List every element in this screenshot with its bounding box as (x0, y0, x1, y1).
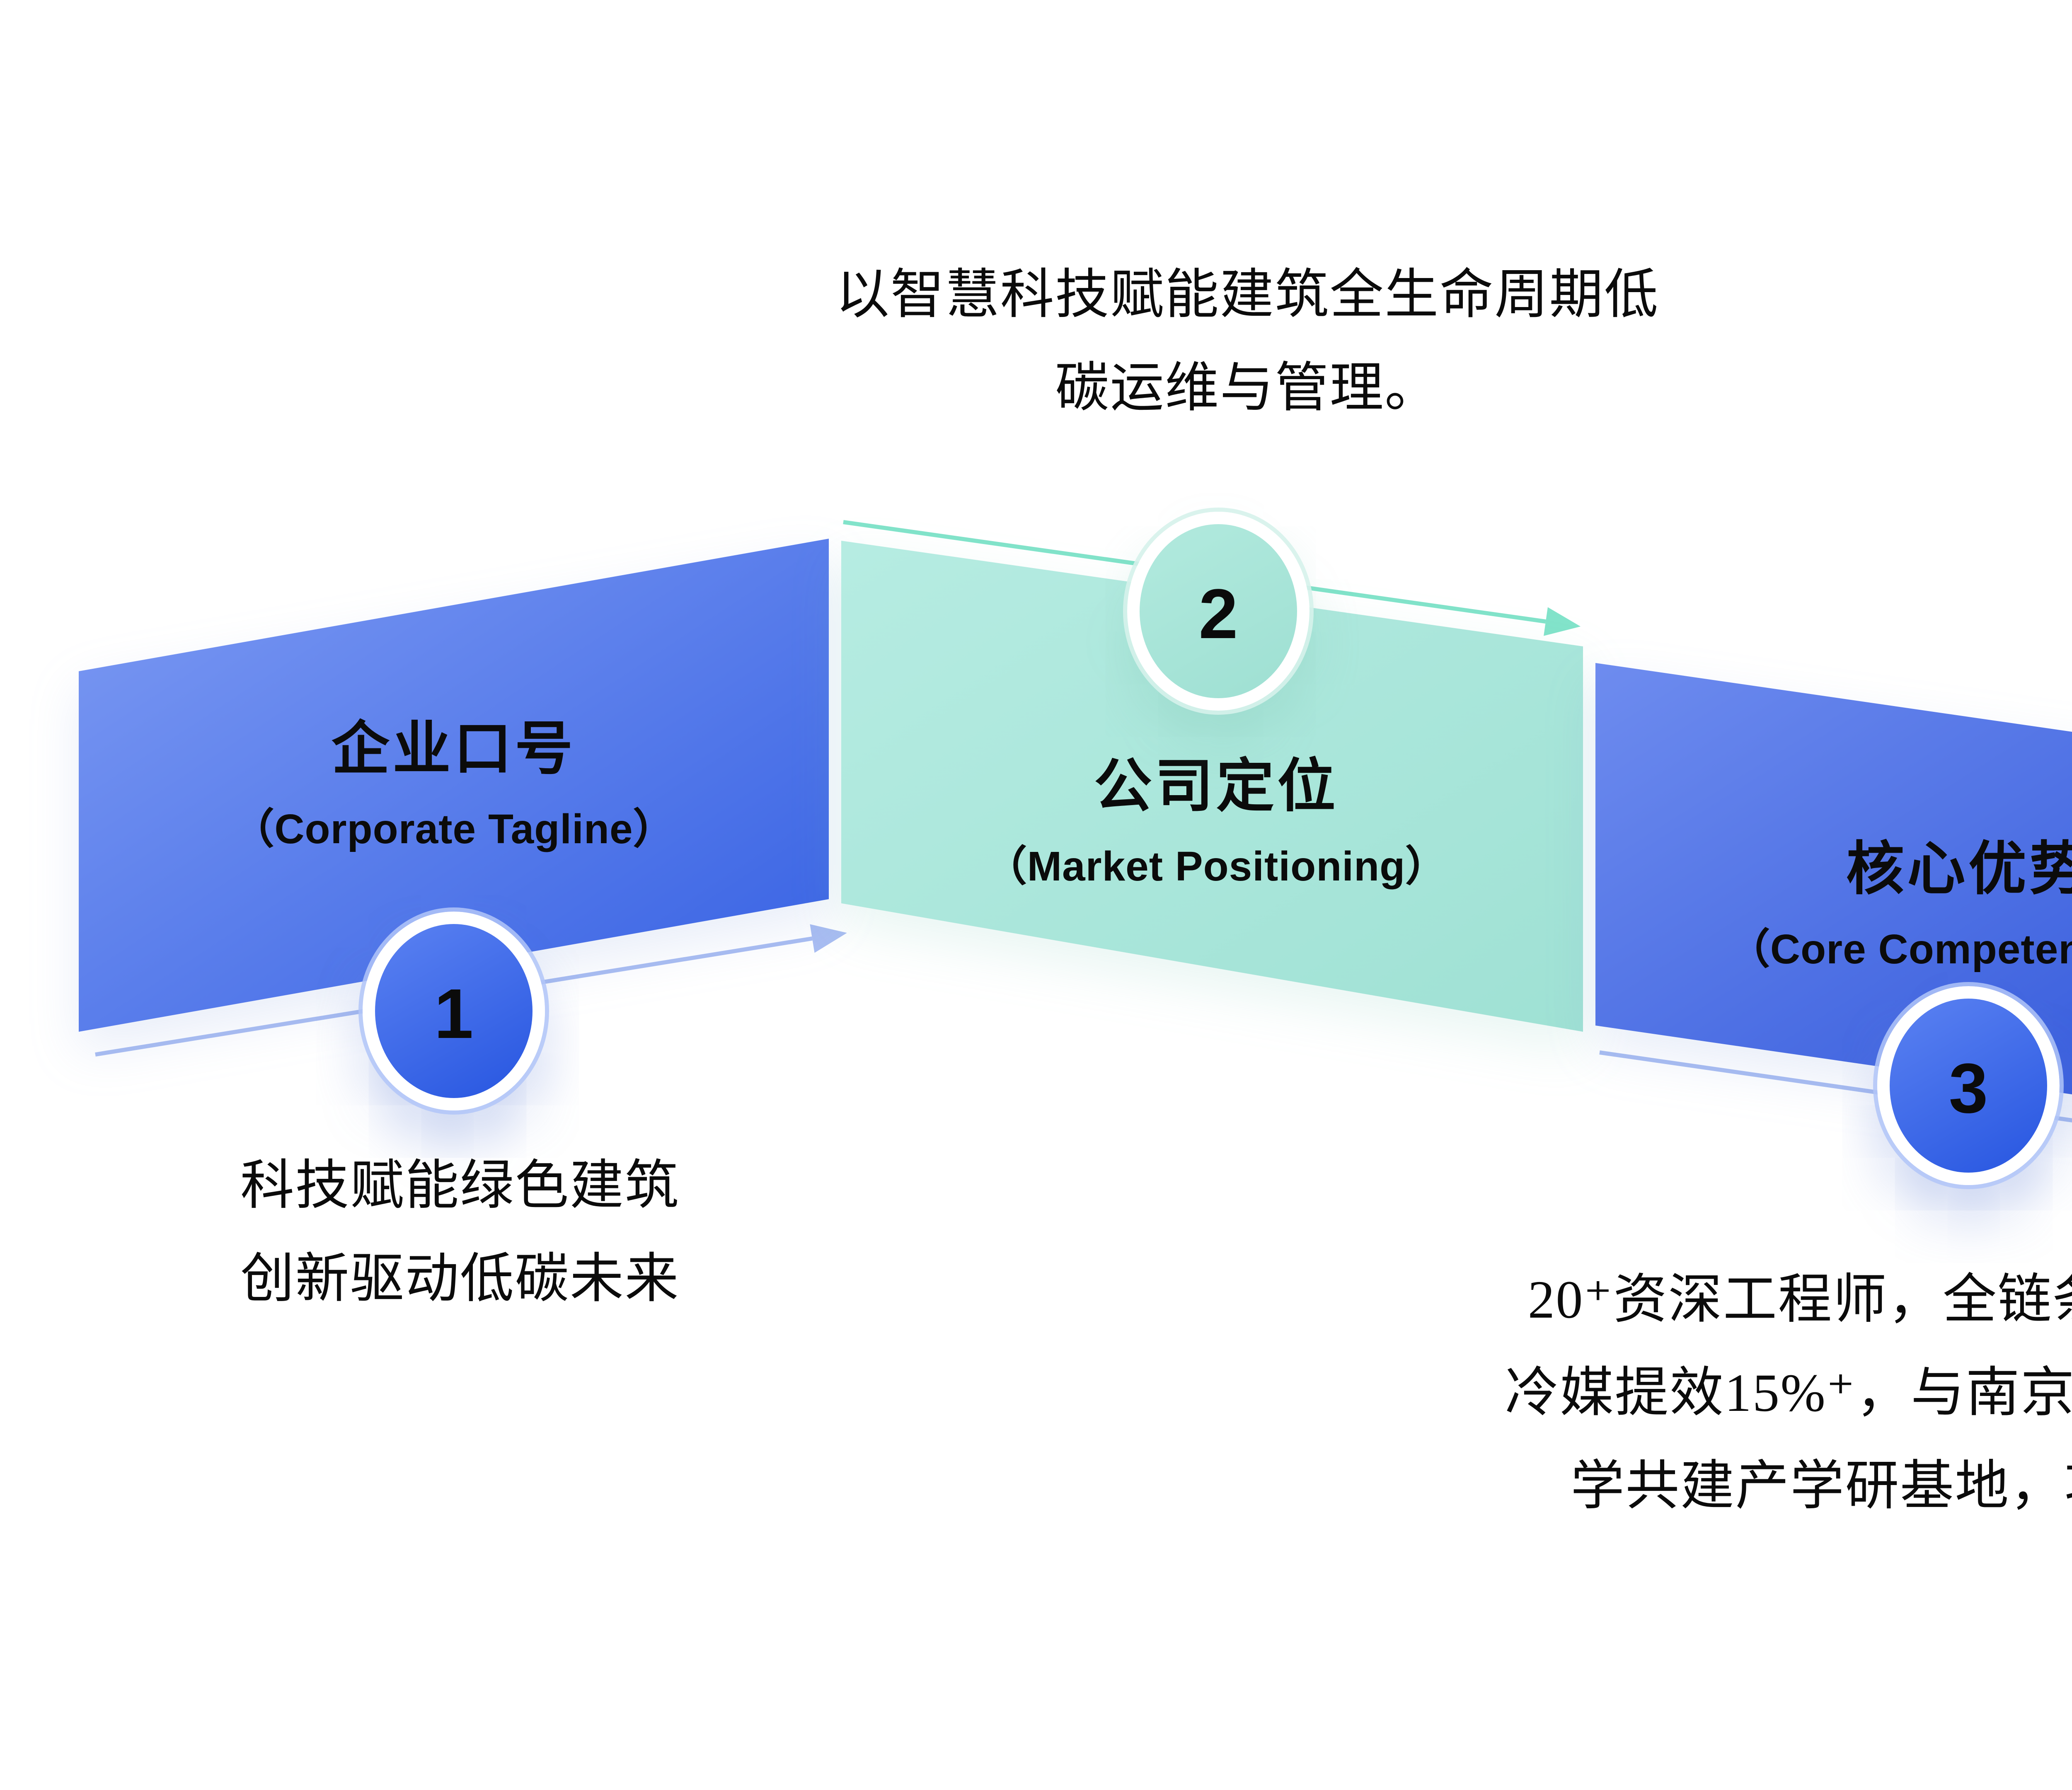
step-3-band (1595, 663, 2072, 1095)
step-1-note: 科技赋能绿色建筑 创新驱动低碳未来 (0, 1139, 978, 1326)
step-3-note: 20⁺资深工程师，全链条能碳服务，生态 冷媒提效15%⁺，与南京理工大学、广西大… (1285, 1253, 2072, 1533)
step-3-title-zh: 核心优势 (1846, 837, 2072, 901)
step-3-note-line-2: 冷媒提效15%⁺，与南京理工大学、广西大 (1505, 1363, 2072, 1423)
step-2-badge: 2 (1127, 512, 1310, 711)
step-1-note-line-1: 科技赋能绿色建筑 (240, 1156, 680, 1216)
step-1-badge: 1 (363, 912, 545, 1110)
step-1-number: 1 (434, 975, 474, 1054)
step-3-note-line-3: 学共建产学研基地，攻关低碳技术。 (1570, 1456, 2072, 1517)
step-2-title-zh: 公司定位 (1094, 754, 1339, 818)
step-3-title: 核心优势 （Core Competencies） (1554, 833, 2072, 978)
flow-arrow-1-head-icon (810, 924, 847, 953)
flow-arrow-2-head-icon (1544, 607, 1581, 636)
step-3-note-line-1: 20⁺资深工程师，全链条能碳服务，生态 (1527, 1270, 2072, 1330)
step-3-badge: 3 (1877, 986, 2060, 1185)
step-2-note-line-1: 以智慧科技赋能建筑全生命周期低 (835, 265, 1659, 325)
step-1-note-line-2: 创新驱动低碳未来 (240, 1249, 680, 1309)
step-2-number: 2 (1198, 575, 1238, 654)
step-2-title-en: （Market Positioning） (985, 845, 1447, 891)
step-2-band (841, 541, 1583, 1032)
step-1-title: 企业口号 （Corporate Tagline） (39, 713, 868, 858)
step-2-note: 以智慧科技赋能建筑全生命周期低 碳运维与管理。 (626, 249, 1869, 435)
step-2-title: 公司定位 （Market Positioning） (802, 750, 1631, 895)
step-3-title-en: （Core Competencies） (1728, 928, 2072, 974)
step-1-title-zh: 企业口号 (331, 717, 576, 781)
step-3-number: 3 (1949, 1049, 1988, 1128)
step-2-note-line-2: 碳运维与管理。 (1055, 358, 1440, 418)
step-1-band (79, 539, 829, 1032)
step-1-title-en: （Corporate Tagline） (232, 808, 675, 854)
